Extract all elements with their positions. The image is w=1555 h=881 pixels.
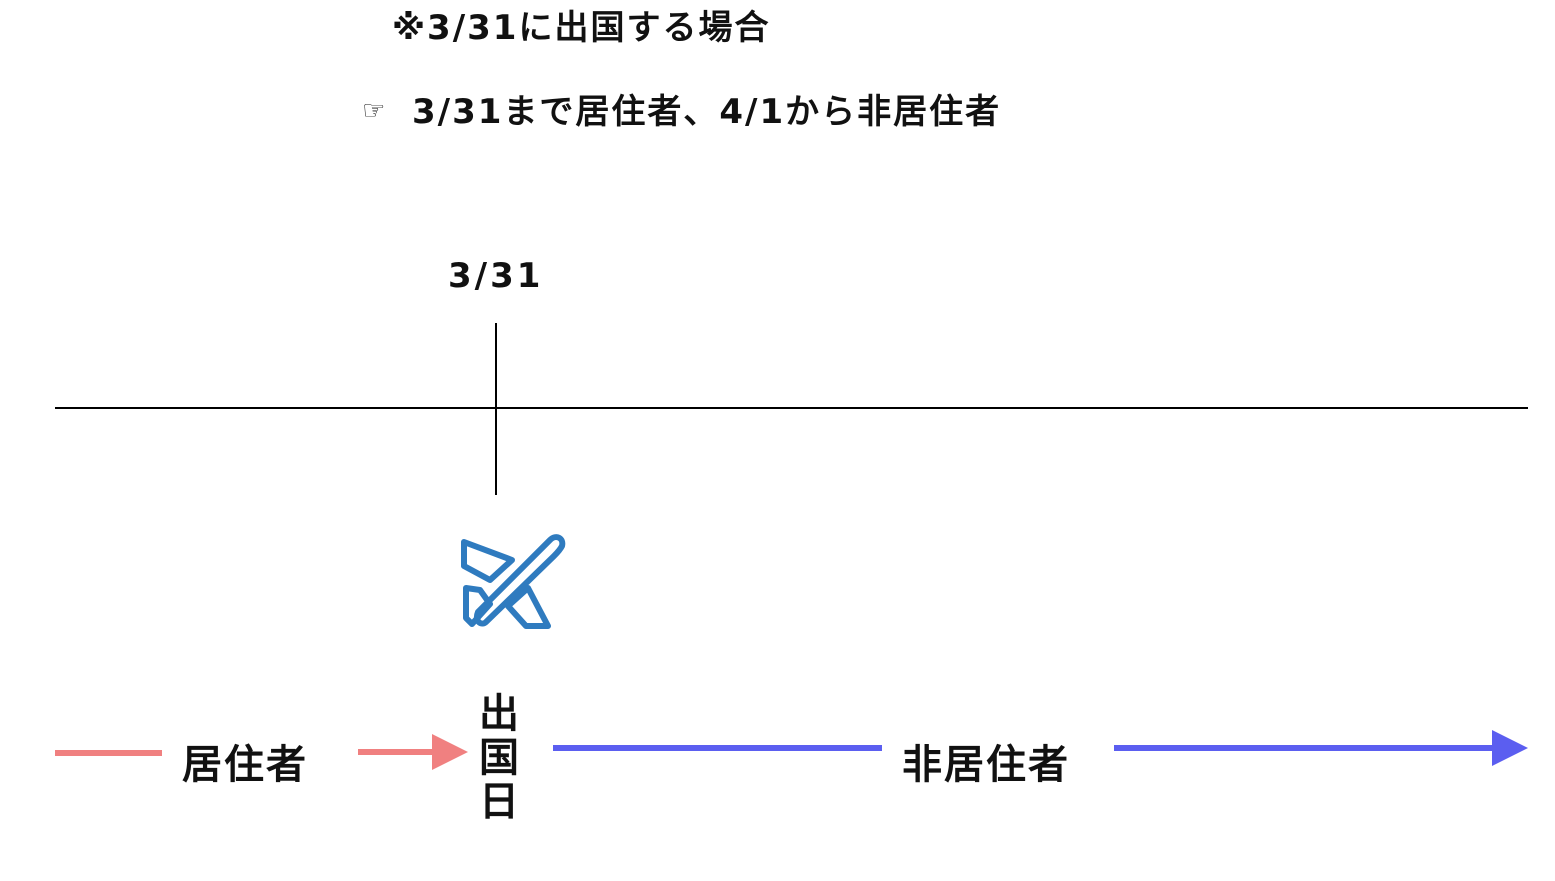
status-note: ☞ 3/31まで居住者、4/1から非居住者	[362, 84, 1001, 133]
airplane-icon	[461, 534, 566, 629]
departure-tick	[495, 323, 497, 495]
note-text: 3/31まで居住者、4/1から非居住者	[412, 92, 1002, 132]
resident-label: 居住者	[182, 742, 308, 788]
pointing-hand-icon: ☞	[362, 96, 388, 126]
departure-day-label: 出国日	[472, 692, 518, 824]
nonresident-label: 非居住者	[902, 742, 1070, 788]
page-title: ※3/31に出国する場合	[392, 8, 771, 48]
date-label: 3/31	[448, 256, 544, 296]
timeline-axis	[55, 407, 1528, 409]
